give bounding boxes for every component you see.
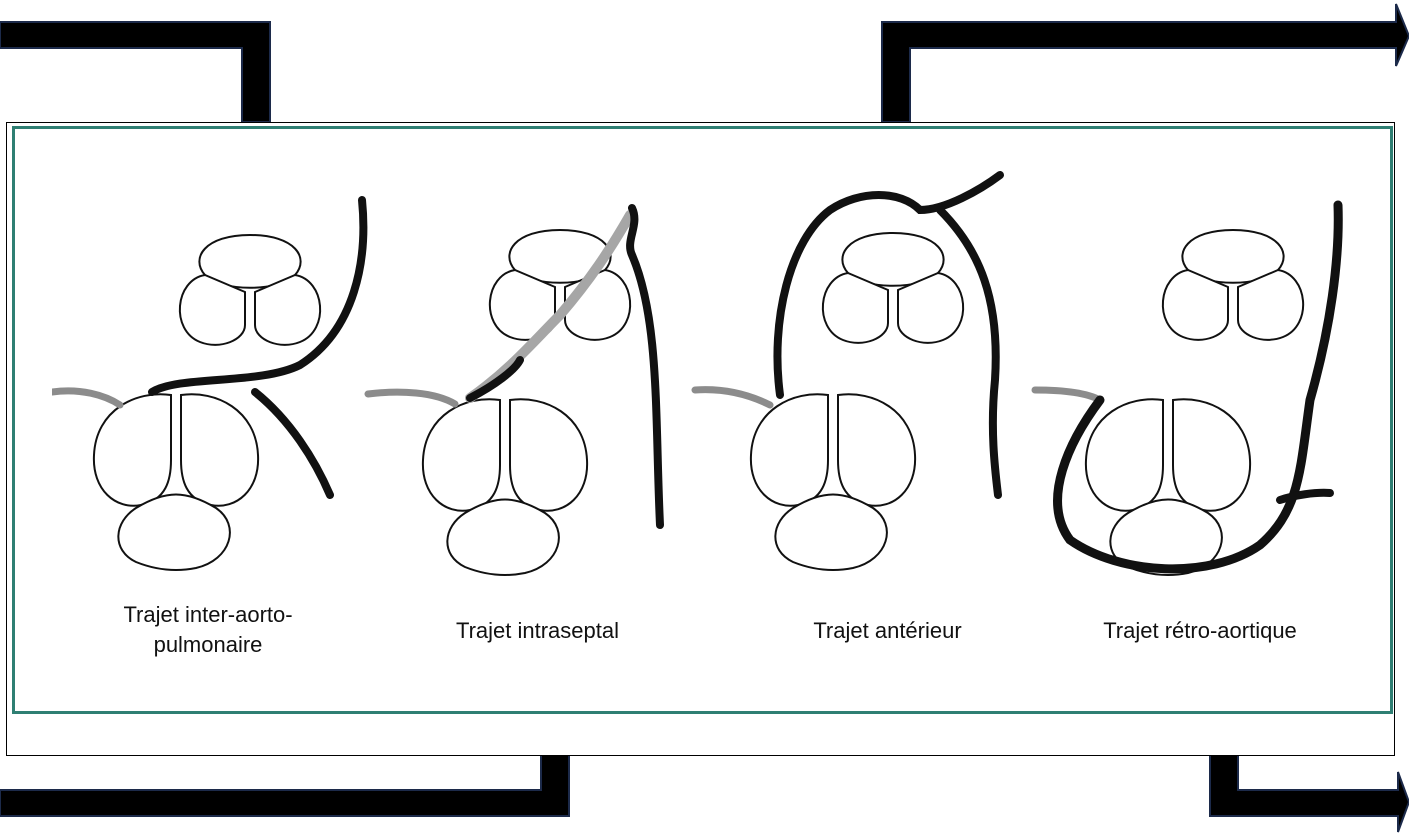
- caption-inter-aorto-pulmonaire: Trajet inter-aorto- pulmonaire: [88, 600, 328, 660]
- caption-intraseptal: Trajet intraseptal: [405, 616, 670, 646]
- caption-anterieur: Trajet antérieur: [760, 616, 1015, 646]
- panel-inter-aorto-pulmonaire: [52, 200, 363, 570]
- caption-retro-aortique: Trajet rétro-aortique: [1065, 616, 1335, 646]
- caption-line-2: pulmonaire: [88, 630, 328, 660]
- panel-anterieur: [695, 175, 1000, 570]
- top-right-arrow: [882, 4, 1409, 122]
- top-left-connector: [0, 22, 270, 122]
- caption-line-1: Trajet inter-aorto-: [88, 600, 328, 630]
- panel-intraseptal: [368, 208, 660, 575]
- panel-retro-aortique: [1035, 205, 1338, 575]
- coronary-course-illustration: [52, 160, 1362, 590]
